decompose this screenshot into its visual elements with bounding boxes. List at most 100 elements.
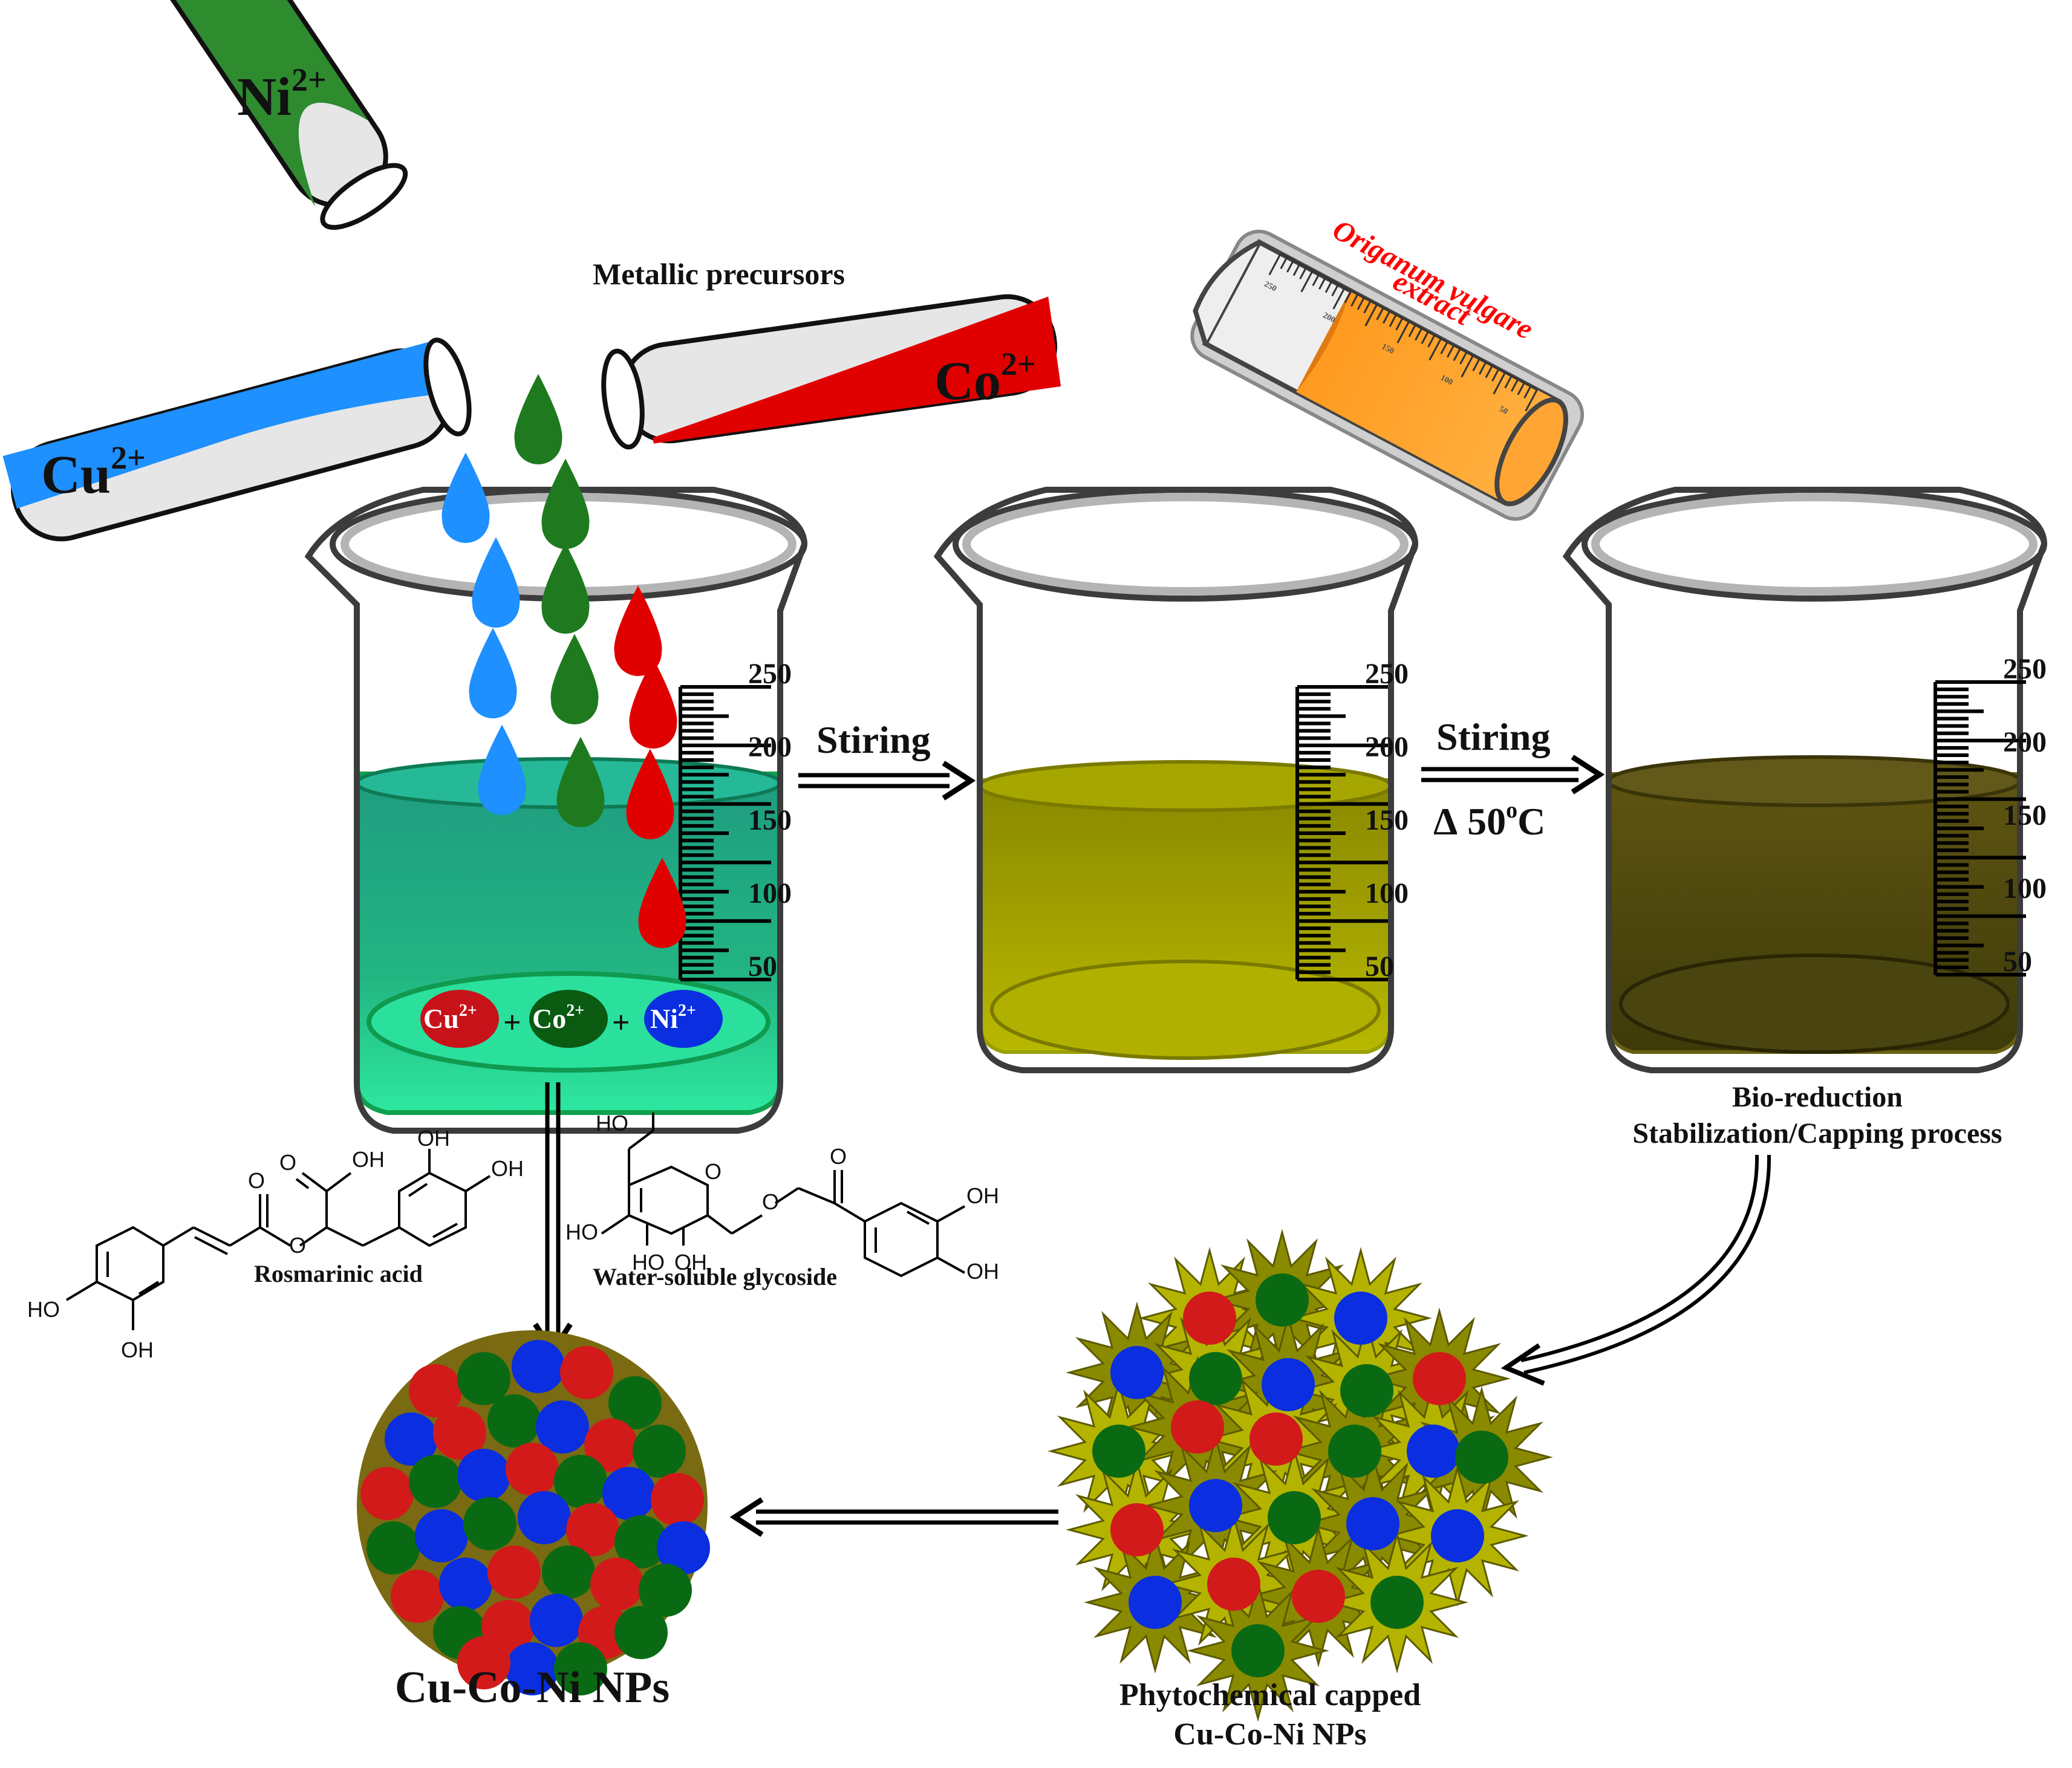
svg-text:HO: HO (27, 1297, 60, 1322)
capped-nanoparticle (1340, 1364, 1393, 1417)
nanoparticle (506, 1642, 559, 1695)
nanoparticle (590, 1558, 643, 1611)
ni-ion-pill (644, 990, 723, 1048)
svg-text:HO: HO (632, 1250, 665, 1275)
nanoparticle (487, 1394, 541, 1448)
droplet (550, 634, 599, 724)
co-test-tube: Co2+ (601, 294, 1061, 450)
capped-nanoparticle (1431, 1509, 1484, 1562)
capped-nanoparticle (1207, 1558, 1260, 1611)
cylinder-tick-label: 50 (1497, 405, 1509, 417)
scale-tick-label: 250 (748, 658, 792, 690)
beaker-stirring (933, 487, 1419, 1073)
nanoparticle (554, 1642, 607, 1695)
droplet (626, 749, 674, 839)
scale-tick-label: 150 (748, 804, 792, 836)
nanoparticle (385, 1412, 438, 1466)
droplet (556, 736, 605, 827)
scale-tick-label: 250 (1365, 658, 1409, 690)
capped-nanoparticle (1268, 1491, 1321, 1544)
droplet (472, 537, 520, 628)
ni-tube-label: Ni2+ (237, 62, 327, 127)
droplet (541, 458, 590, 549)
droplet (514, 374, 562, 464)
bioreduction-line1: Bio-reduction (1732, 1081, 1903, 1113)
scale-tick-label: 200 (2003, 726, 2047, 758)
svg-text:OH: OH (966, 1259, 999, 1284)
nanoparticle (639, 1564, 692, 1617)
nanoparticle (651, 1473, 704, 1526)
capped-nanoparticle (1370, 1576, 1424, 1629)
glycoside-structure (601, 1113, 965, 1278)
svg-text:HO: HO (565, 1220, 598, 1244)
ni-ion-label: Ni2+ (650, 1001, 696, 1034)
nanoparticle (463, 1497, 516, 1550)
droplet (638, 857, 686, 948)
scale-tick-label: 50 (1365, 951, 1394, 983)
metallic-precursors-label: Metallic precursors (593, 257, 845, 291)
bioreduction-line2: Stabilization/Capping process (1632, 1117, 2002, 1149)
nanoparticle (360, 1467, 414, 1520)
capped-nanoparticle (1249, 1412, 1303, 1466)
cu-tube-label: Cu2+ (41, 440, 146, 505)
glycoside-label: Water-soluble glycoside (593, 1263, 837, 1290)
svg-text:HO: HO (596, 1111, 628, 1136)
nanoparticle (409, 1455, 462, 1508)
capped-nanoparticle (1262, 1358, 1315, 1411)
scale-tick-label: 200 (748, 731, 792, 763)
arrow-stirring-1 (798, 761, 976, 801)
nanoparticle (415, 1509, 468, 1562)
nanoparticle (367, 1521, 420, 1575)
beaker-bioreduction (1562, 487, 2048, 1073)
droplet (441, 452, 490, 543)
nanoparticle (602, 1467, 656, 1520)
nanoparticle (433, 1406, 486, 1460)
svg-text:OH: OH (121, 1337, 154, 1362)
droplet (469, 628, 517, 718)
svg-text:OH: OH (491, 1156, 524, 1181)
capped-nanoparticle (1110, 1503, 1164, 1556)
capped-nanoparticle (1292, 1570, 1345, 1623)
nanoparticle (457, 1352, 510, 1405)
droplet (541, 543, 590, 634)
nanoparticle (530, 1594, 583, 1647)
nanoparticle (554, 1455, 607, 1508)
nanoparticle (518, 1491, 571, 1544)
plus-2: + (612, 1006, 630, 1040)
cu-test-tube: Cu2+ (2, 337, 472, 542)
np-left-label: Cu-Co-Ni NPs (395, 1663, 669, 1712)
nanoparticle (657, 1521, 710, 1575)
capped-nanoparticle (1110, 1346, 1164, 1399)
nanoparticle (608, 1376, 662, 1429)
capped-nanoparticle (1256, 1273, 1309, 1327)
scale-tick-label: 100 (1365, 877, 1409, 909)
plus-1: + (503, 1006, 521, 1040)
arrow-down (533, 1082, 573, 1357)
rosmarinic-acid-structure (65, 1149, 491, 1330)
capped-nanoparticle (1334, 1292, 1387, 1345)
svg-text:O: O (289, 1233, 306, 1258)
rosmarinic-acid-label: Rosmarinic acid (254, 1260, 423, 1287)
nanoparticle (391, 1570, 444, 1623)
nanoparticle (614, 1606, 668, 1659)
nanoparticle (512, 1340, 565, 1393)
cu-ion-label: Cu2+ (423, 1001, 477, 1034)
svg-text:O: O (279, 1150, 296, 1175)
capped-nanoparticle (1407, 1425, 1460, 1478)
droplets (441, 374, 686, 948)
capped-nanoparticle (1129, 1576, 1182, 1629)
co-ion-pill (529, 990, 608, 1048)
ion-mixture: Cu2+ + Co2+ + Ni2+ (420, 990, 723, 1048)
ni-test-tube: Ni2+ (137, 0, 408, 230)
stirring-label-2: Stiring (1436, 715, 1550, 758)
co-tube-label: Co2+ (934, 346, 1036, 411)
scale-tick-label: 50 (2003, 946, 2032, 978)
arrow-left (729, 1497, 1058, 1537)
np-capped-line1: Phytochemical capped (1119, 1678, 1421, 1712)
svg-text:OH: OH (674, 1250, 707, 1275)
